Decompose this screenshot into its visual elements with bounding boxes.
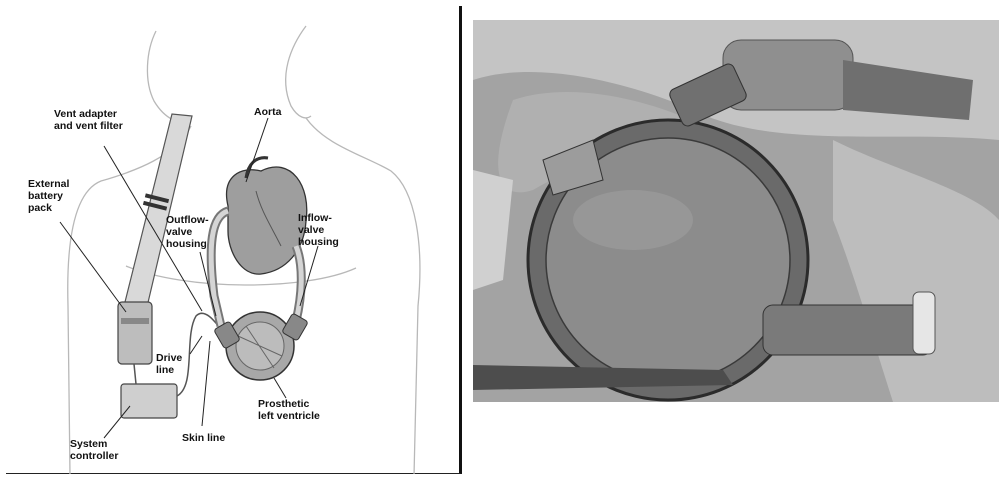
- vad-device-photo: [473, 20, 999, 402]
- label-skin-line: Skin line: [182, 432, 225, 444]
- label-aorta: Aorta: [254, 106, 281, 118]
- label-inflow-valve-housing: Inflow- valve housing: [298, 212, 339, 248]
- leader-lines: [60, 118, 318, 438]
- label-outflow-valve-housing: Outflow- valve housing: [166, 214, 209, 250]
- label-drive-line: Drive line: [156, 352, 182, 376]
- label-system-controller: System controller: [70, 438, 118, 462]
- label-external-battery-pack: External battery pack: [28, 178, 69, 214]
- vad-photo-rendering: [473, 20, 999, 402]
- metal-valve-conduit: [763, 305, 933, 355]
- lvad-illustration: [6, 6, 462, 474]
- label-prosthetic-left-ventricle: Prosthetic left ventricle: [258, 398, 320, 422]
- label-vent-adapter: Vent adapter and vent filter: [54, 108, 123, 132]
- lvad-diagram-panel: Vent adapter and vent filter Aorta Exter…: [6, 6, 462, 474]
- prosthetic-ventricle-pump: [214, 312, 309, 380]
